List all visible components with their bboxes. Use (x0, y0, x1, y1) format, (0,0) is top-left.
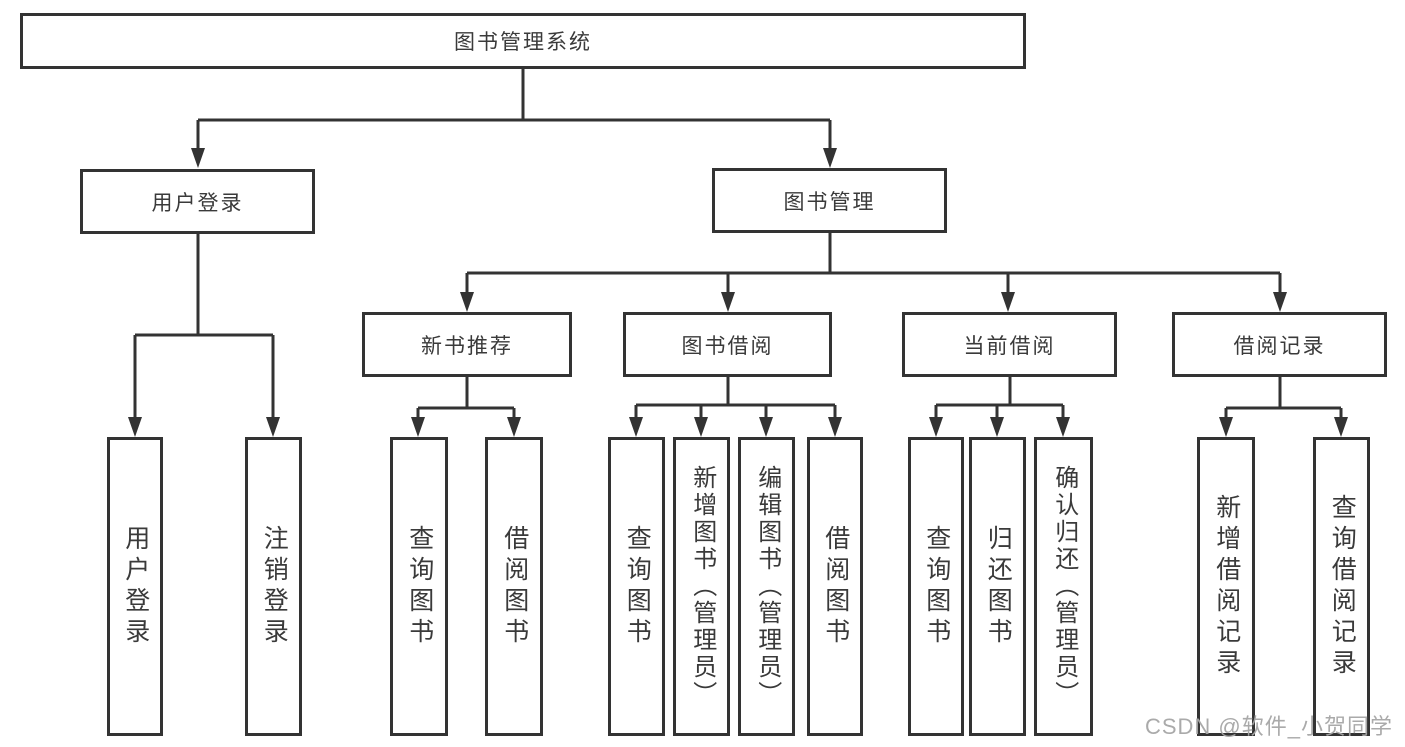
leaf-query-book-1-label: 查询图书 (405, 524, 434, 649)
node-book-management: 图书管理 (712, 168, 947, 233)
leaf-query-book-1: 查询图书 (390, 437, 448, 736)
leaf-borrow-book-1: 借阅图书 (485, 437, 543, 736)
leaf-query-borrow-record-label: 查询借阅记录 (1328, 493, 1357, 680)
leaf-return-book: 归还图书 (969, 437, 1026, 736)
leaf-confirm-return-label: 确认归还（管理员） (1050, 465, 1078, 708)
leaf-add-borrow-record-label: 新增借阅记录 (1212, 493, 1241, 680)
node-current-borrow: 当前借阅 (902, 312, 1117, 377)
leaf-add-book-label: 新增图书（管理员） (688, 465, 716, 708)
leaf-add-book: 新增图书（管理员） (673, 437, 730, 736)
leaf-query-book-3: 查询图书 (908, 437, 964, 736)
leaf-logout: 注销登录 (245, 437, 302, 736)
node-root: 图书管理系统 (20, 13, 1026, 69)
leaf-edit-book-label: 编辑图书（管理员） (753, 465, 781, 708)
node-new-book-recommend: 新书推荐 (362, 312, 572, 377)
leaf-query-book-2: 查询图书 (608, 437, 665, 736)
node-root-label: 图书管理系统 (454, 31, 592, 54)
node-borrow-records: 借阅记录 (1172, 312, 1387, 377)
leaf-edit-book: 编辑图书（管理员） (738, 437, 795, 736)
leaf-query-borrow-record: 查询借阅记录 (1313, 437, 1370, 736)
node-user-login: 用户登录 (80, 169, 315, 234)
node-new-book-recommend-label: 新书推荐 (421, 334, 513, 358)
leaf-query-book-3-label: 查询图书 (922, 524, 951, 649)
leaf-borrow-book-2: 借阅图书 (807, 437, 863, 736)
leaf-add-borrow-record: 新增借阅记录 (1197, 437, 1255, 736)
leaf-confirm-return: 确认归还（管理员） (1034, 437, 1093, 736)
leaf-borrow-book-1-label: 借阅图书 (500, 524, 529, 649)
node-borrow-records-label: 借阅记录 (1233, 334, 1326, 358)
node-current-borrow-label: 当前借阅 (963, 334, 1056, 358)
leaf-user-login: 用户登录 (107, 437, 163, 736)
leaf-logout-label: 注销登录 (260, 524, 289, 649)
node-book-management-label: 图书管理 (783, 190, 876, 214)
node-book-borrow: 图书借阅 (623, 312, 832, 377)
leaf-user-login-label: 用户登录 (121, 524, 150, 649)
leaf-borrow-book-2-label: 借阅图书 (821, 524, 850, 649)
node-user-login-label: 用户登录 (151, 191, 244, 215)
node-book-borrow-label: 图书借阅 (681, 334, 774, 358)
leaf-query-book-2-label: 查询图书 (623, 524, 652, 649)
csdn-watermark: CSDN @软件_小贺同学 (1144, 714, 1393, 739)
leaf-return-book-label: 归还图书 (984, 524, 1013, 649)
